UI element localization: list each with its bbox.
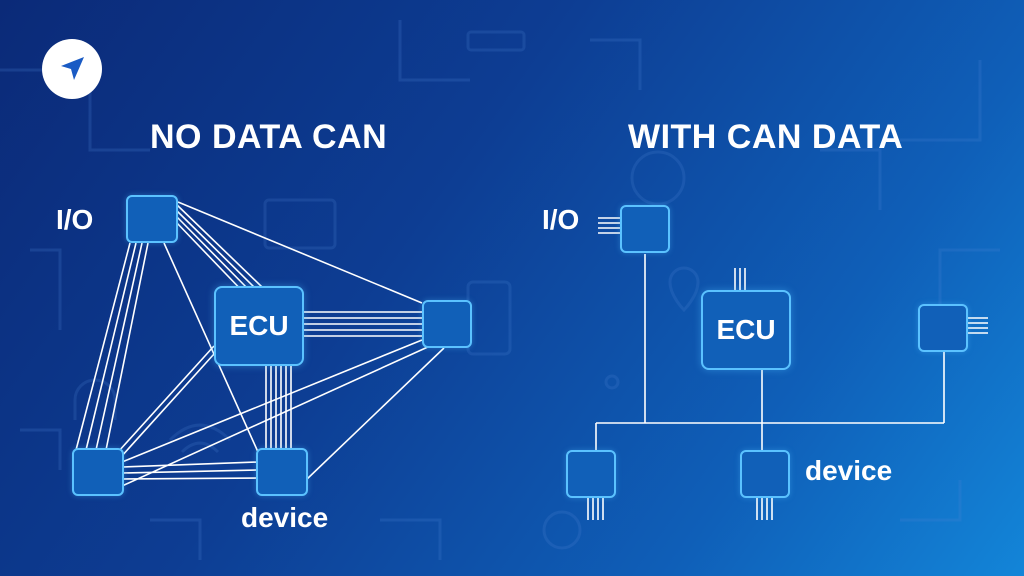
left-node-bottom-left xyxy=(72,448,124,496)
wire-io-device xyxy=(163,242,259,453)
logo[interactable] xyxy=(42,39,102,99)
left-device-node xyxy=(256,448,308,496)
left-ecu-node: ECU xyxy=(214,286,304,366)
wire-node-right-device xyxy=(305,347,445,481)
left-panel-title: NO DATA CAN xyxy=(150,118,388,156)
wire-node-right-bottomleft-b xyxy=(121,345,431,487)
pins-node-right xyxy=(968,317,988,334)
pins-device xyxy=(756,497,773,520)
left-io-node xyxy=(126,195,178,243)
right-io-label: I/O xyxy=(542,204,580,235)
share-icon xyxy=(604,374,620,390)
right-device-node xyxy=(740,450,790,498)
monitor-icon xyxy=(263,198,337,250)
left-device-label: device xyxy=(241,502,329,533)
wire-bundle-ecu-bottomleft xyxy=(117,345,215,459)
wire-bundle-io-bottomleft xyxy=(75,242,149,451)
wire-bundle-ecu-node-right xyxy=(304,311,422,337)
right-io-node xyxy=(620,205,670,253)
pins-io xyxy=(598,217,620,234)
wire-bundle-ecu-device xyxy=(265,366,292,448)
right-ecu-node: ECU xyxy=(701,290,791,370)
right-node-right xyxy=(918,304,968,352)
pins-ecu xyxy=(734,268,746,290)
navigation-arrow-icon xyxy=(61,57,84,80)
wire-node-right-bottomleft-a xyxy=(121,339,423,463)
wifi-icon xyxy=(168,423,232,454)
right-node-bottom-left xyxy=(566,450,616,498)
pins-bottomleft xyxy=(587,497,604,520)
gear-icon xyxy=(542,510,582,550)
wire-bundle-bottomleft-device xyxy=(121,461,259,480)
location-pin-icon xyxy=(668,266,700,313)
right-device-label: device xyxy=(805,455,893,486)
left-io-label: I/O xyxy=(56,204,94,235)
wire-io-node-right xyxy=(177,201,423,304)
can-bus xyxy=(595,254,945,450)
globe-icon xyxy=(630,150,686,206)
right-panel-title: WITH CAN DATA xyxy=(628,118,904,156)
left-node-right xyxy=(422,300,472,348)
router-icon xyxy=(466,30,526,52)
